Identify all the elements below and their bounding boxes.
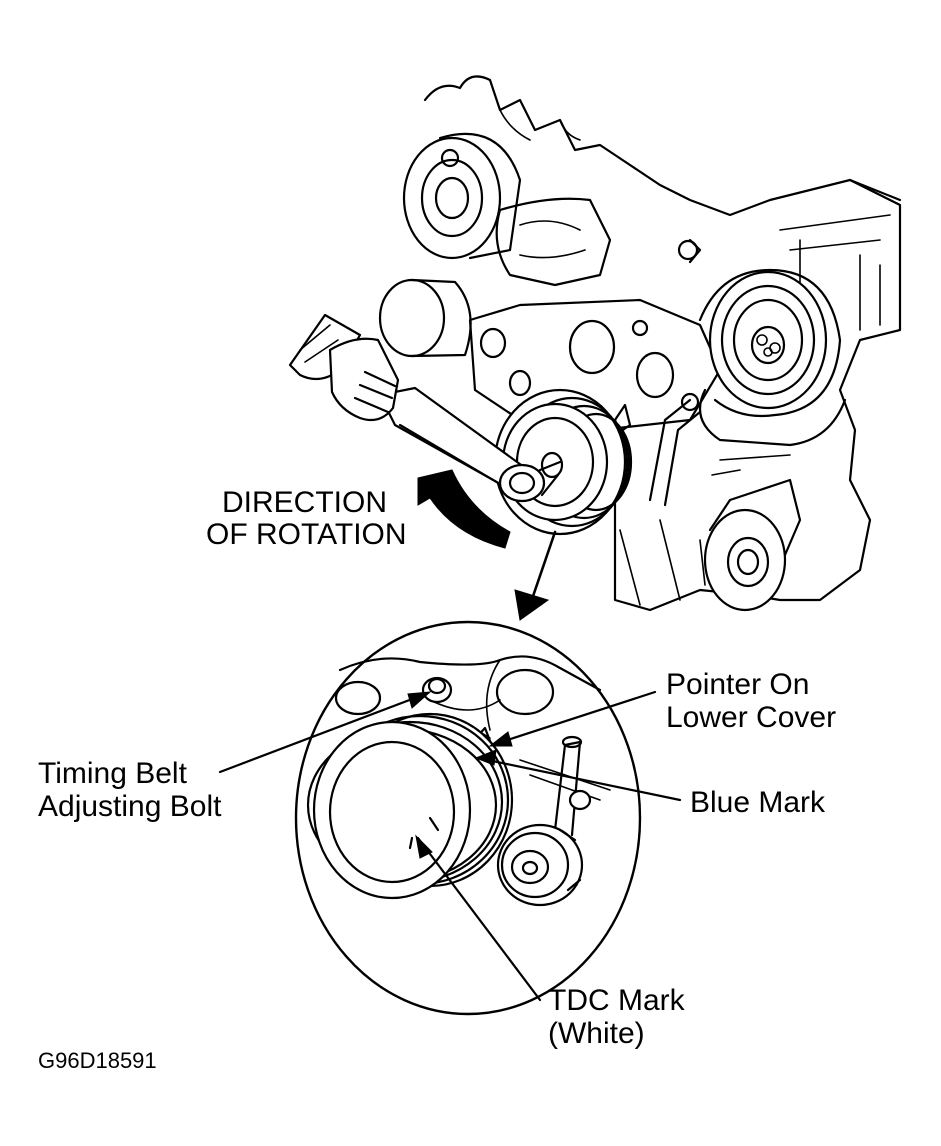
pointer-label-line2: Lower Cover bbox=[666, 701, 837, 734]
direction-arrow bbox=[417, 469, 511, 549]
wrench-and-hand bbox=[288, 313, 562, 503]
tdc-label-line1: TDC Mark bbox=[548, 984, 685, 1017]
engine-block bbox=[378, 75, 902, 612]
bolt-label-line2: Adjusting Bolt bbox=[38, 790, 222, 823]
leader-lines bbox=[218, 690, 682, 1002]
bolt-label-line1: Timing Belt bbox=[38, 757, 187, 790]
pointer-label-line1: Pointer On bbox=[666, 668, 810, 701]
tdc-label-line2: (White) bbox=[548, 1017, 645, 1050]
direction-label-line1: DIRECTION bbox=[222, 486, 387, 519]
zoom-arrow bbox=[514, 530, 557, 621]
blue-mark-label: Blue Mark bbox=[690, 786, 826, 819]
direction-label-line2: OF ROTATION bbox=[206, 518, 407, 551]
detail-view bbox=[294, 620, 642, 1016]
figure-id: G96D18591 bbox=[38, 1048, 157, 1073]
